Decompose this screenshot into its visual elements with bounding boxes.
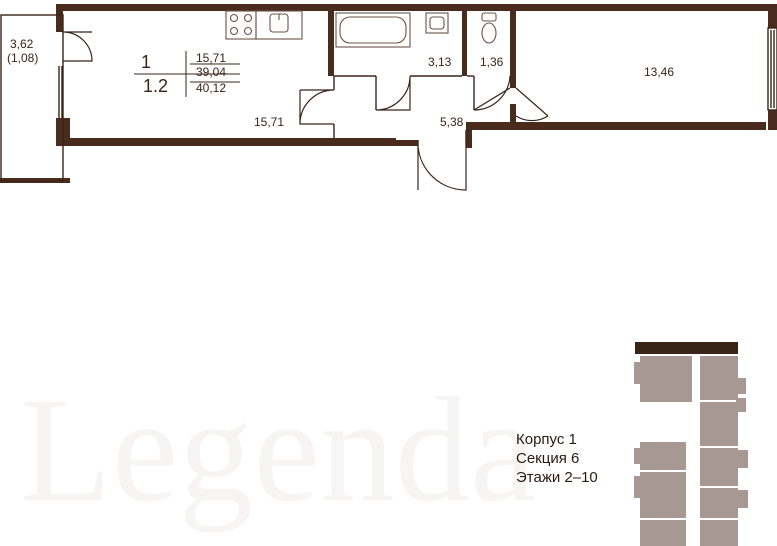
rooms-count: 1 [141,52,152,72]
doors [62,31,549,191]
fixtures [225,10,497,48]
toilet-door [473,75,511,111]
washbasin-icon [425,12,449,34]
toilet-area-label: 1,36 [480,55,504,69]
bathroom-area-label: 3,13 [428,55,452,69]
kitchen-living-area-label: 15,71 [254,115,285,129]
floors-label: Этажи 2–10 [516,469,598,486]
balcony-door [62,31,93,62]
hall-area-label: 5,38 [440,115,464,129]
watermark: Legenda [20,367,536,533]
area-with-balcony: 40,12 [196,81,227,95]
building-label: Корпус 1 [516,431,577,448]
toilet-icon [481,12,497,44]
bathtub-icon [335,12,411,48]
bathroom-door [375,75,411,111]
room-lines [0,14,777,182]
living-area: 15,71 [196,51,227,65]
apartment-summary-box [134,51,240,97]
svg-text:Legenda: Legenda [20,367,536,533]
balcony-area-label: 3,62 [10,37,34,51]
section-keyplan [634,342,748,546]
kitchen-sink-icon [255,10,303,40]
room-area-label: 13,46 [644,65,675,79]
total-area: 39,04 [196,65,227,79]
balcony-reduced-area-label: (1,08) [7,51,39,65]
location-info: Корпус 1 Секция 6 Этажи 2–10 [516,430,598,487]
section-label: Секция 6 [516,450,580,467]
entrance-door [417,145,467,191]
apartment-type-code: 1.2 [143,76,169,96]
kitchen-door [299,89,335,125]
walls [0,4,777,183]
room-door [515,87,549,122]
stove-icon [225,10,257,40]
